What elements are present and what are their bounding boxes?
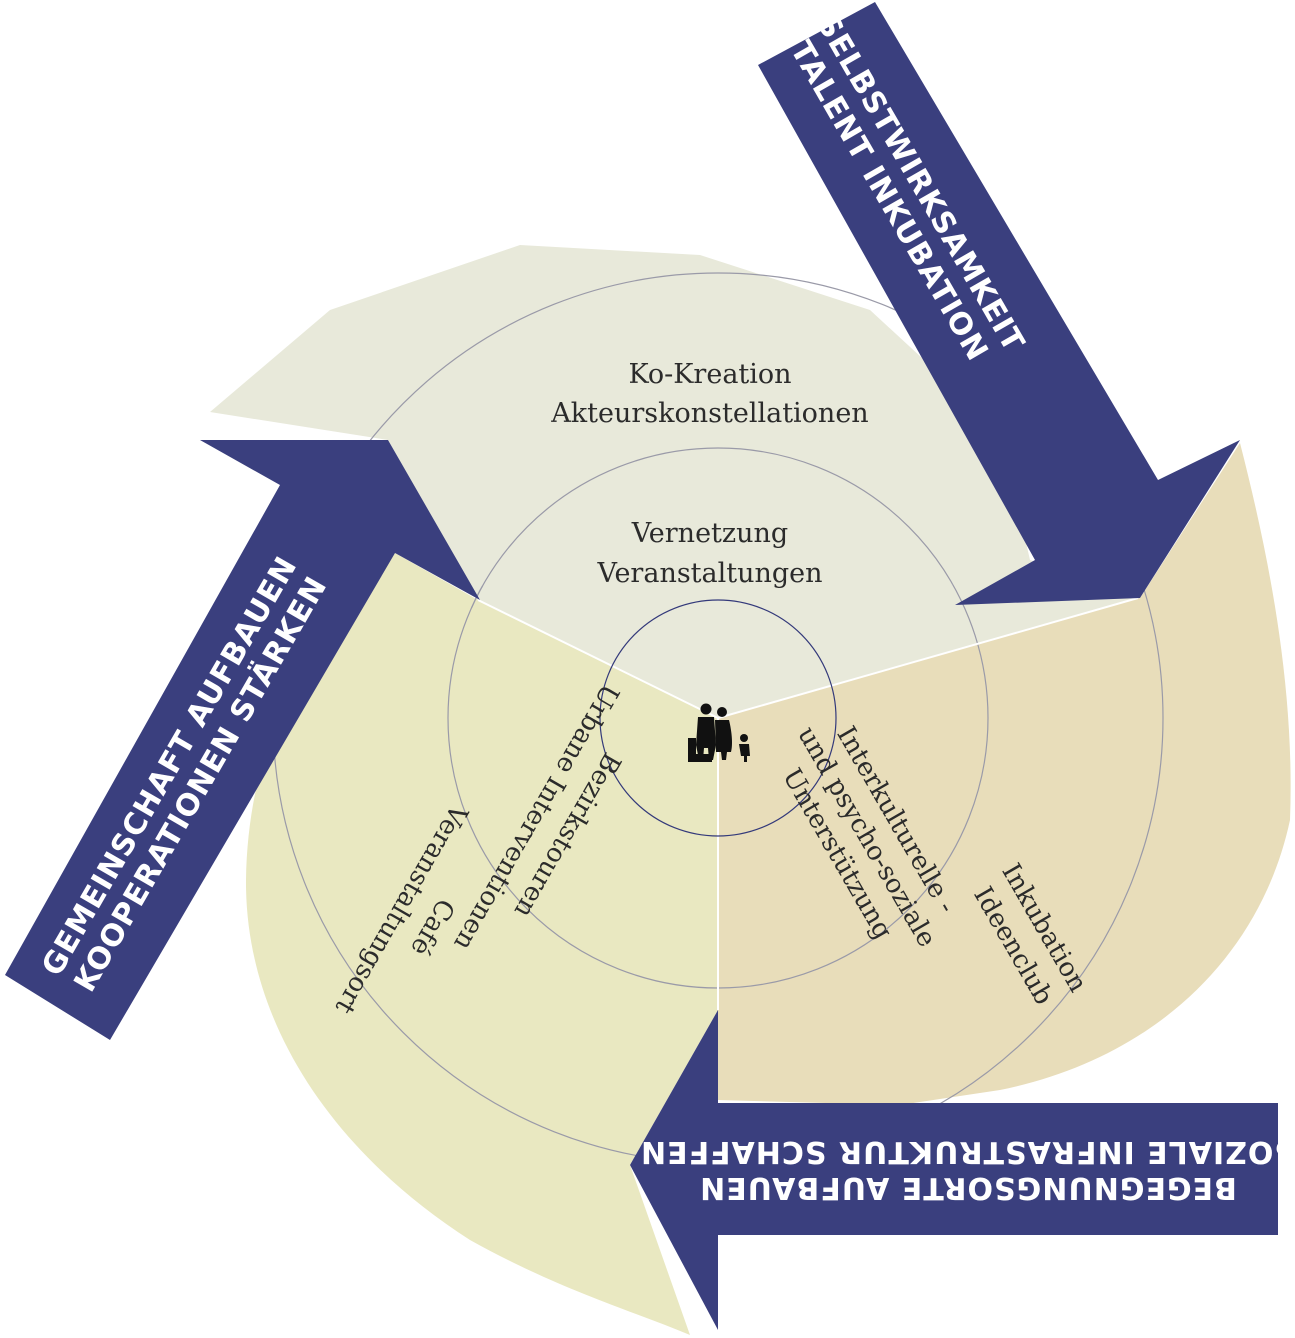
label-top-outer-1: Ko-Kreation [628,359,791,390]
arrow-bottom-line-2: SOZIALE INFRASTRUKTUR SCHAFFEN [640,1134,1295,1169]
sector-left [245,553,718,1335]
sector-dividers [477,597,1139,1010]
label-top-outer-2: Akteurskonstellationen [550,398,868,429]
arrow-left [5,440,480,1040]
family-icon [688,703,750,762]
arrow-bottom [630,1010,1278,1330]
label-top-inner-1: Vernetzung [631,518,788,549]
center-ring [599,599,837,837]
ring-1-sector-0 [272,272,1151,718]
arrow-bottom-line-1: BEGEGNUNGSORTE AUFBAUEN [699,1170,1237,1205]
arrow-label-bottom: BEGEGNUNGSORTE AUFBAUEN SOZIALE INFRASTR… [640,1134,1295,1205]
label-top-inner-2: Veranstaltungen [596,558,822,589]
ring-0-sector-0 [447,447,989,718]
sector-right [718,443,1291,1105]
arrow-top-right [758,2,1240,605]
ring-1-sector-2 [718,472,1164,1164]
sector-top [210,245,1140,718]
ring-0-sector-1 [447,455,718,989]
ring-0-sector-2 [718,472,989,989]
